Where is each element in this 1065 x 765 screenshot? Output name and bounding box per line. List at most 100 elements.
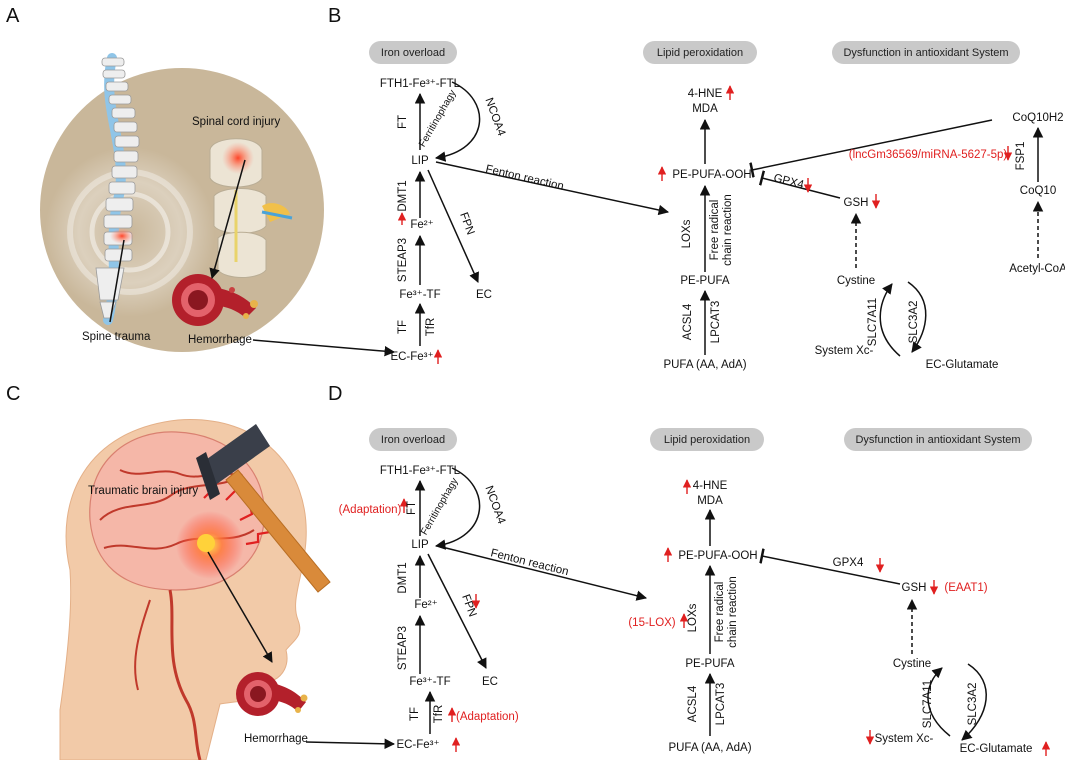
gpx4-inhibit-line-b <box>758 170 841 199</box>
head-illustration: Traumatic brain injury Hemorrhage <box>59 419 396 761</box>
ncoa4-label-d: NCOA4 <box>482 484 507 526</box>
lnc-label-b: (lncGm36569/miRNA-5627-5p) <box>849 149 1008 161</box>
adaptation-tfr-label-d: (Adaptation) <box>456 711 519 723</box>
adaptation-ft-label-d: (Adaptation) <box>339 504 402 516</box>
cystine-node-b: Cystine <box>837 275 875 287</box>
ecfe3-node-b: EC-Fe³⁺ <box>390 351 433 363</box>
lox15-label-d: (15-LOX) <box>628 617 675 629</box>
slc7a11-curve-d <box>927 667 951 737</box>
tfr-label-b: TfR <box>425 318 437 337</box>
pill-antioxidant-d <box>844 428 1032 451</box>
hemorrhage-to-ecfe3-arrow-c <box>305 738 396 750</box>
fe2-node-b: Fe²⁺ <box>410 219 433 231</box>
cystine-node-d: Cystine <box>893 658 931 670</box>
sci-to-hemorrhage-arrow <box>209 159 246 280</box>
ncoa4-curve-d <box>434 467 481 550</box>
dmt1-label-d: DMT1 <box>397 562 409 593</box>
pill-antioxidant-b-text: Dysfunction in antioxidant System <box>843 47 1008 59</box>
spinal-cord-injury-label: Spinal cord injury <box>192 116 280 128</box>
pill-antioxidant-b <box>832 41 1020 64</box>
slc3a2-curve-b <box>907 281 927 353</box>
hne-node-b: 4-HNE <box>688 88 723 100</box>
gpx4-label-d: GPX4 <box>833 557 864 569</box>
pill-lipid-b <box>643 41 757 64</box>
ncoa4-curve-b <box>434 81 481 162</box>
gpx4-inhibit-line-d <box>759 548 901 585</box>
lpcat3-label-d: LPCAT3 <box>715 683 727 726</box>
steap3-label-b: STEAP3 <box>397 238 409 282</box>
system-xc-node-b: System Xc- <box>815 345 874 357</box>
tf-label-b: TF <box>397 320 409 334</box>
dmt1-label-b: DMT1 <box>397 180 409 211</box>
ec-glutamate-node-b: EC-Glutamate <box>926 359 999 371</box>
fpn-arrow-b <box>427 169 479 283</box>
pill-iron-overload-b <box>369 41 457 64</box>
hne-node-d: 4-HNE <box>693 480 728 492</box>
fenton-label-b: Fenton reaction <box>484 163 565 193</box>
steap3-label-d: STEAP3 <box>397 626 409 670</box>
pe-pufa-ooh-node-d: PE-PUFA-OOH <box>678 550 757 562</box>
slc7a11-label-d: SLC7A11 <box>922 680 934 728</box>
panel-label-a: A <box>6 5 20 27</box>
hemorrhage-to-ecfe3-arrow-a <box>252 339 396 357</box>
acetyl-coa-node-b: Acetyl-CoA <box>1009 263 1065 275</box>
pe-pufa-node-d: PE-PUFA <box>685 658 735 670</box>
eaat1-label-d: (EAAT1) <box>944 582 987 594</box>
acsl4-label-d: ACSL4 <box>687 685 699 722</box>
mda-node-b: MDA <box>692 103 718 115</box>
free-radical-label-d-2: chain reaction <box>727 576 739 648</box>
coq10h2-node-b: CoQ10H2 <box>1012 112 1063 124</box>
panel-label-d: D <box>328 383 342 405</box>
gpx4-label-b: GPX4 <box>772 172 805 191</box>
lip-node-b: LIP <box>411 155 429 167</box>
gsh-node-d: GSH <box>902 582 927 594</box>
panel-label-c: C <box>6 383 20 405</box>
pill-lipid-b-text: Lipid peroxidation <box>657 47 743 59</box>
fe2-node-d: Fe²⁺ <box>414 599 437 611</box>
fenton-arrow-b <box>435 161 670 216</box>
mda-node-d: MDA <box>697 495 723 507</box>
pill-iron-overload-d-text: Iron overload <box>381 434 445 446</box>
pill-antioxidant-d-text: Dysfunction in antioxidant System <box>855 434 1020 446</box>
pill-iron-overload-b-text: Iron overload <box>381 47 445 59</box>
coq10-node-b: CoQ10 <box>1020 185 1056 197</box>
fe3tf-node-d: Fe³⁺-TF <box>409 676 450 688</box>
fth1-node-b: FTH1-Fe³⁺-FTL <box>380 78 461 90</box>
pe-pufa-ooh-node-b: PE-PUFA-OOH <box>672 169 751 181</box>
spine-trauma-label: Spine trauma <box>82 331 151 343</box>
ferritinophagy-label-d: Ferritinophagy <box>419 476 460 537</box>
slc3a2-curve-d <box>961 663 987 741</box>
slc3a2-label-d: SLC3A2 <box>967 683 979 726</box>
slc3a2-label-b: SLC3A2 <box>908 301 920 344</box>
ncoa4-label-b: NCOA4 <box>482 96 507 138</box>
pill-lipid-d-text: Lipid peroxidation <box>664 434 750 446</box>
fenton-label-d: Fenton reaction <box>489 547 569 578</box>
spine-illustration: Spinal cord injury Spine trauma Hemorrha… <box>40 53 396 357</box>
slc7a11-curve-b <box>879 283 901 357</box>
coq10h2-inhibit-line-b <box>749 119 993 178</box>
fsp1-label-b: FSP1 <box>1015 142 1027 171</box>
fe3tf-node-b: Fe³⁺-TF <box>399 289 440 301</box>
lip-node-d: LIP <box>411 539 429 551</box>
gsh-node-b: GSH <box>844 197 869 209</box>
blood-vessel-icon <box>172 274 258 326</box>
ecfe3-node-d: EC-Fe³⁺ <box>396 739 439 751</box>
free-radical-label-b-1: Free radical <box>709 200 721 261</box>
spine-trauma-pointer <box>109 239 125 323</box>
pufa-node-b: PUFA (AA, AdA) <box>663 359 746 371</box>
hemorrhage-label-c: Hemorrhage <box>244 733 308 745</box>
ec-node-d: EC <box>482 676 498 688</box>
system-xc-node-d: System Xc- <box>875 733 934 745</box>
lpcat3-label-b: LPCAT3 <box>710 301 722 344</box>
ferritinophagy-label-b: Ferritinophagy <box>417 88 458 149</box>
slc7a11-label-b: SLC7A11 <box>867 298 879 346</box>
fth1-node-d: FTH1-Fe³⁺-FTL <box>380 465 461 477</box>
ec-node-b: EC <box>476 289 492 301</box>
acsl4-label-b: ACSL4 <box>682 303 694 340</box>
impact-to-hemorrhage-arrow <box>207 551 273 663</box>
pufa-node-d: PUFA (AA, AdA) <box>668 742 751 754</box>
tfr-label-d: TfR <box>433 705 445 724</box>
hemorrhage-label-a: Hemorrhage <box>188 334 252 346</box>
spine-column-icon <box>95 53 140 325</box>
